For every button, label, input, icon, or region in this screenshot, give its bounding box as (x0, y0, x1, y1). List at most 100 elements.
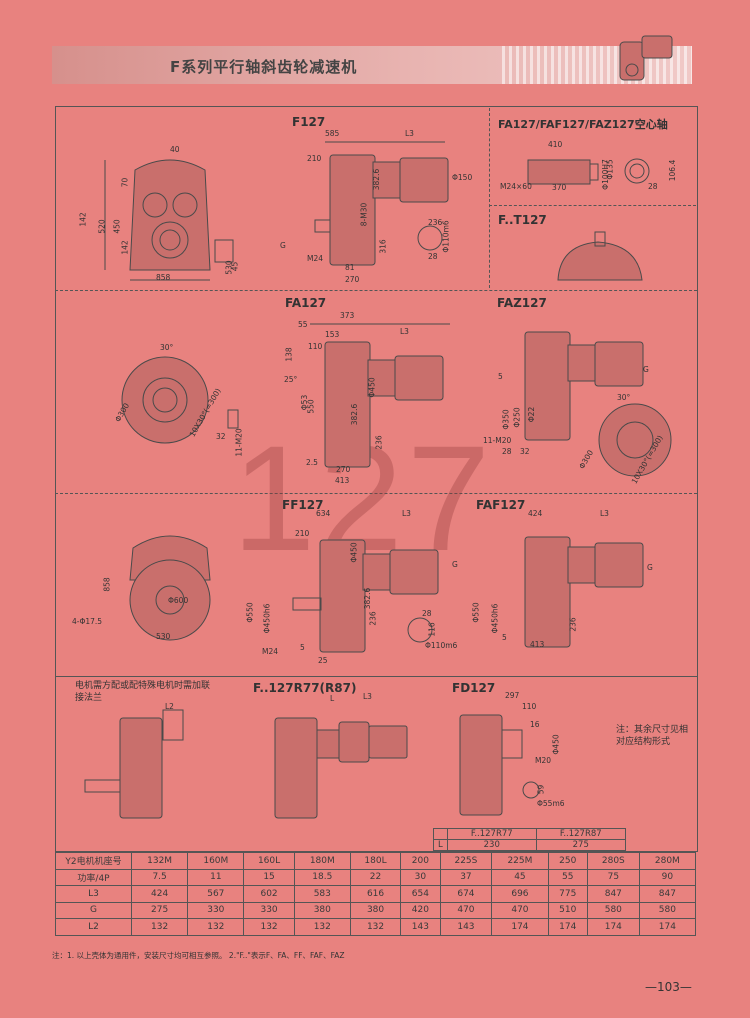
dim-phi350: Φ350 (501, 409, 511, 430)
dim-382-6: 382.6 (363, 587, 373, 610)
dim-4-phi17-5: 4-Φ17.5 (72, 617, 103, 626)
faz127-side-view (524, 331, 644, 441)
row-label: Y2电机机座号 (55, 852, 132, 870)
f127-side-view (314, 141, 449, 266)
dim-phi450: Φ450 (367, 377, 377, 398)
dim-11-m20: 11-M20 (234, 428, 244, 457)
table-cell: 143 (439, 918, 493, 936)
dim-phi55m6: Φ55m6 (537, 799, 565, 808)
table-cell: 180L (349, 852, 402, 870)
dim-5: 5 (502, 633, 507, 642)
dim-550: 550 (306, 399, 316, 414)
dim-81: M24 (307, 254, 324, 263)
dim-297: 297 (505, 691, 520, 700)
ff127-side-view (292, 539, 439, 653)
motor-flange-note: 电机需方配或配特殊电机时需加联接法兰 (75, 681, 211, 703)
header-banner: F系列平行轴斜齿轮减速机 (52, 46, 692, 84)
dim-413: 413 (335, 476, 350, 485)
label-faz127: FAZ127 (497, 296, 547, 310)
table-cell: 330 (243, 901, 295, 919)
dim-270: 81 (345, 263, 355, 272)
divider (489, 205, 696, 206)
table-cell: 160M (187, 852, 245, 870)
dim-g: G (452, 560, 458, 569)
mini-corner (433, 828, 448, 840)
dim-424: 424 (528, 509, 543, 518)
dim-28: 236 (428, 218, 443, 227)
dim-106-4: 106.4 (668, 159, 678, 182)
dim-236: 316 (378, 239, 388, 254)
dim-858: 858 (102, 577, 112, 592)
table-cell: 15 (243, 868, 295, 886)
mini-row-label: L (433, 839, 448, 851)
dim-410: 410 (548, 140, 563, 149)
table-cell: 174 (586, 918, 640, 936)
f127-front-view (104, 159, 234, 281)
dim-28: 28 (502, 447, 512, 456)
label-f-r87: F..127R77(R87) (253, 681, 357, 695)
dim-25deg: 25° (284, 375, 298, 384)
motor-flange-view (84, 709, 184, 819)
table-cell: 580 (638, 901, 697, 919)
table-cell: 55 (547, 868, 588, 886)
dim-530: 530 (156, 632, 171, 641)
table-cell: 200 (400, 852, 441, 870)
dim-373: 373 (340, 311, 355, 320)
dim-28: 28 (648, 182, 658, 191)
dim-phi450h6: Φ450h6 (262, 603, 272, 634)
dim-5: 5 (498, 372, 503, 381)
faz127-flange-view (598, 403, 672, 477)
dim-520: 520 (97, 219, 107, 234)
dim-phi110m6: Φ110m6 (425, 641, 458, 650)
dim-l2: L2 (165, 702, 174, 711)
dim-210: 210 (307, 154, 322, 163)
table-cell: 132 (243, 918, 295, 936)
dim-2-5: 2.5 (306, 458, 318, 467)
table-cell: 510 (547, 901, 588, 919)
table-cell: 330 (187, 901, 245, 919)
table-cell: 225S (439, 852, 493, 870)
table-cell: 174 (491, 918, 549, 936)
table-cell: 90 (638, 868, 697, 886)
table-cell: 847 (586, 885, 640, 903)
dim-phi150: 382.6 (372, 168, 382, 191)
table-cell: 280S (586, 852, 640, 870)
dim-l3: L3 (402, 509, 411, 518)
table-cell: 22 (349, 868, 402, 886)
table-cell: 775 (547, 885, 588, 903)
footnote: 注：1. 以上壳体为通用件，安装尺寸均可相互参照。 2."F.."表示F、FA、… (52, 951, 345, 960)
dim-236: 236 (374, 435, 384, 450)
l-dimension-table: F..127R77 F..127R87 L 230 275 (433, 828, 626, 851)
fa127-side-view (310, 323, 450, 468)
dim-110: 110 (522, 702, 537, 711)
table-cell: 380 (293, 901, 351, 919)
dim-634: 634 (316, 509, 331, 518)
dim-32: 32 (216, 432, 226, 441)
dim-l3: L3 (405, 129, 414, 138)
divider (55, 851, 697, 852)
table-cell: 174 (638, 918, 697, 936)
dim-phi250: Φ250 (512, 407, 522, 428)
dim-30deg: 30° (617, 393, 631, 402)
fd127-view (459, 714, 540, 816)
dim-858: 142 (78, 212, 88, 227)
dim-210: 210 (295, 529, 310, 538)
table-cell: 654 (400, 885, 441, 903)
table-cell: 132 (187, 918, 245, 936)
dim-153: 153 (325, 330, 340, 339)
table-cell: 7.5 (130, 868, 189, 886)
row-label: L2 (55, 918, 132, 936)
dim-28: 28 (422, 609, 432, 618)
ff127-front-view (129, 535, 211, 641)
dim-382-6: 8-M30 (359, 202, 369, 227)
dim-11-m20: 11-M20 (483, 436, 512, 445)
label-ft127: F..T127 (498, 213, 547, 227)
table-cell: 180M (293, 852, 351, 870)
dim-116: 116 (427, 622, 437, 637)
row-label: L3 (55, 885, 132, 903)
table-cell: 424 (130, 885, 189, 903)
dim-phi450: Φ450 (551, 734, 561, 755)
